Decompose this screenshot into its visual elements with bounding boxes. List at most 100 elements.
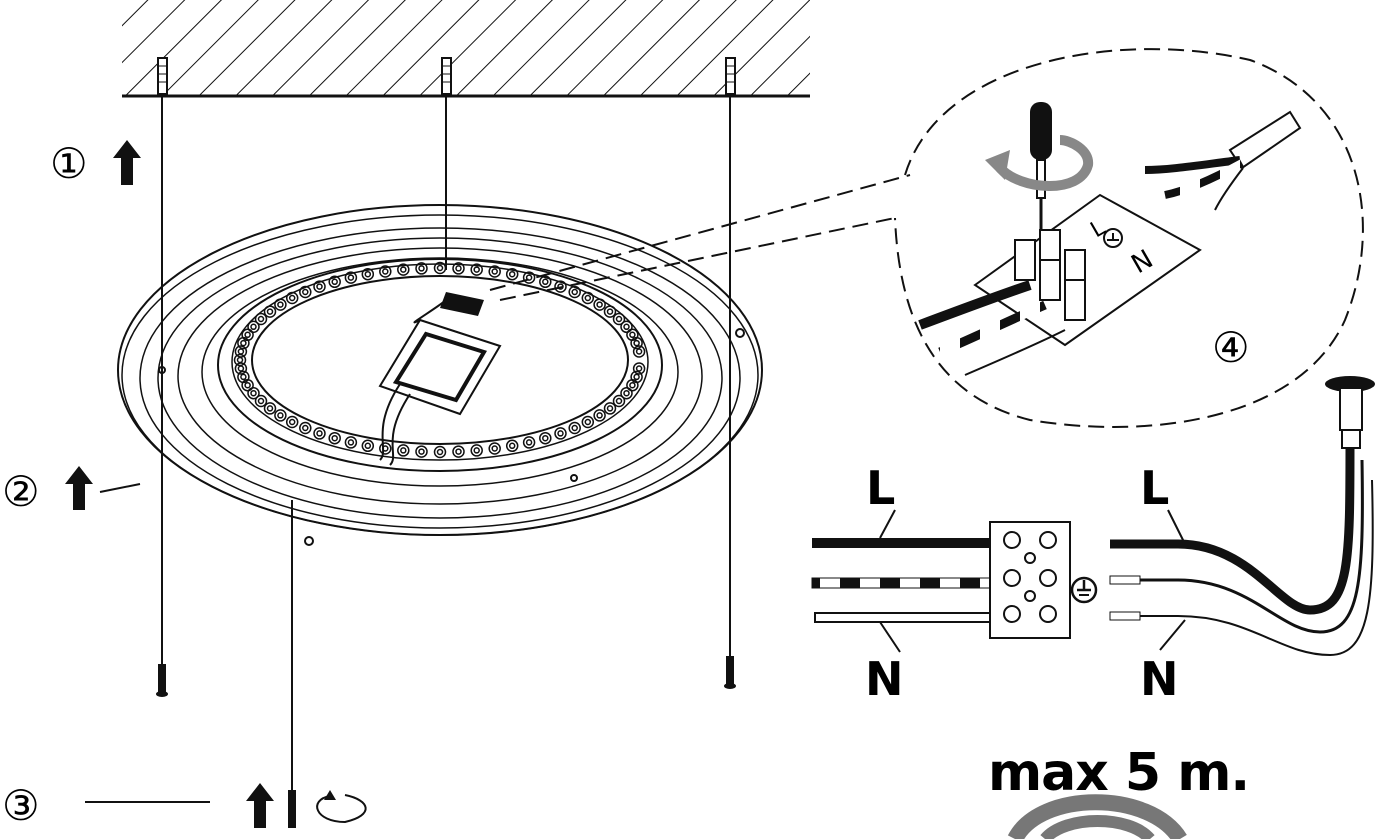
led-chip-core xyxy=(629,381,636,389)
led-chip-core xyxy=(237,365,245,372)
led-chip-core xyxy=(266,405,274,412)
led-chip xyxy=(285,291,299,305)
live-label-right: L xyxy=(1140,461,1169,515)
led-chip xyxy=(603,402,617,415)
led-chip xyxy=(568,285,581,299)
led-chip xyxy=(539,275,552,289)
led-chip-core xyxy=(596,412,603,419)
led-chip xyxy=(554,280,567,293)
screw-icon xyxy=(156,656,736,828)
led-chip xyxy=(415,262,428,275)
arrow-up-icon xyxy=(65,466,93,510)
led-chip-core xyxy=(236,356,244,364)
led-chip xyxy=(299,421,312,435)
led-chip xyxy=(254,394,268,408)
step-4-label: ④ xyxy=(1212,323,1250,372)
ceiling xyxy=(122,0,810,98)
led-chip-core xyxy=(623,389,630,397)
led-chip-core xyxy=(635,348,643,355)
led-chip-core xyxy=(629,331,636,339)
led-chip-core xyxy=(525,274,533,281)
led-chip xyxy=(263,402,277,415)
led-chip-core xyxy=(584,418,592,426)
led-chip-core xyxy=(266,308,274,315)
led-chip-core xyxy=(316,430,323,437)
arrow-up-icon xyxy=(113,140,141,185)
led-chip-core xyxy=(244,381,251,389)
led-chip-core xyxy=(455,448,462,455)
led-chip xyxy=(488,265,501,278)
led-chip-core xyxy=(347,439,355,446)
led-chip-core xyxy=(606,308,614,315)
arrow-up-icon xyxy=(246,783,274,828)
led-chip-core xyxy=(455,265,462,272)
led-chip-core xyxy=(525,439,533,446)
led-chip xyxy=(522,271,536,284)
led-chip-core xyxy=(302,288,309,296)
neutral-label-left: N xyxy=(865,652,904,706)
step-2-label: ② xyxy=(2,467,40,516)
guide-lines xyxy=(161,96,731,800)
led-chip xyxy=(274,298,287,311)
led-chip xyxy=(379,442,392,455)
led-chip-core xyxy=(557,283,564,290)
led-chip-core xyxy=(237,348,245,355)
led-chip-core xyxy=(557,430,564,437)
led-chip xyxy=(630,336,643,350)
led-chip xyxy=(299,285,312,299)
led-chip xyxy=(612,394,626,408)
step-1-label: ① xyxy=(50,139,88,188)
led-chip-core xyxy=(542,434,549,442)
led-ring xyxy=(233,261,646,459)
led-chip xyxy=(379,265,392,278)
led-chip-core xyxy=(288,294,296,302)
led-chip-core xyxy=(596,301,603,308)
led-chip xyxy=(522,436,536,449)
led-chip-core xyxy=(418,265,425,272)
led-chip-core xyxy=(473,266,480,273)
led-chip xyxy=(397,444,410,457)
led-chip-core xyxy=(615,315,623,323)
led-chip xyxy=(632,345,646,358)
led-chip xyxy=(247,320,260,334)
range-arc-icon xyxy=(1007,794,1187,839)
led-chip-core xyxy=(277,412,284,419)
led-chip-core xyxy=(508,270,516,278)
led-chip-core xyxy=(473,447,480,454)
led-chip xyxy=(593,298,606,311)
led-chip-core xyxy=(571,424,578,432)
led-chip xyxy=(554,427,567,440)
led-chip xyxy=(234,345,248,358)
led-chip xyxy=(603,305,617,318)
sensor-icon xyxy=(1325,376,1375,449)
led-chip-core xyxy=(244,331,251,339)
led-chip-core xyxy=(418,448,425,455)
led-chip-core xyxy=(316,283,323,290)
sensor-cable xyxy=(1109,439,1374,657)
led-chip-core xyxy=(491,445,498,452)
terminal-block xyxy=(811,521,1071,639)
led-chip xyxy=(581,415,595,429)
callout-lines xyxy=(489,48,1364,428)
led-chip-core xyxy=(633,373,640,381)
led-chip xyxy=(397,263,410,276)
rotate-arrow-icon xyxy=(985,135,1094,191)
led-chip xyxy=(568,421,581,435)
led-chip xyxy=(285,415,299,429)
led-chip-core xyxy=(331,278,338,286)
led-chip xyxy=(361,267,375,281)
led-chip-core xyxy=(615,397,623,405)
led-chip xyxy=(247,386,260,400)
live-label-left: L xyxy=(866,461,895,515)
led-chip xyxy=(488,442,501,455)
led-chip-core xyxy=(277,301,284,308)
led-chip xyxy=(313,280,326,293)
led-chip-core xyxy=(347,274,355,281)
led-chip xyxy=(505,439,519,453)
led-chip xyxy=(274,409,287,422)
led-chip-core xyxy=(633,339,640,347)
led-chip-core xyxy=(400,266,407,273)
led-chip-core xyxy=(257,315,265,323)
led-chip-core xyxy=(364,270,372,278)
neutral-label-right: N xyxy=(1140,652,1179,706)
